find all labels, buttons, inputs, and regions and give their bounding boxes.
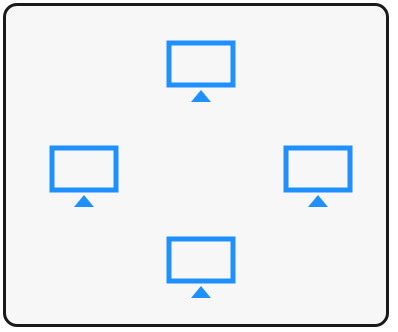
monitor-icon <box>165 40 237 106</box>
monitor-icon-graphic <box>283 145 353 207</box>
monitor-icon <box>282 145 354 211</box>
monitor-icon-graphic <box>166 236 236 298</box>
diagram-frame <box>3 3 389 327</box>
monitor-icon <box>48 145 120 211</box>
monitor-icon <box>165 236 237 302</box>
monitor-icon-graphic <box>166 40 236 102</box>
monitor-icon-graphic <box>49 145 119 207</box>
